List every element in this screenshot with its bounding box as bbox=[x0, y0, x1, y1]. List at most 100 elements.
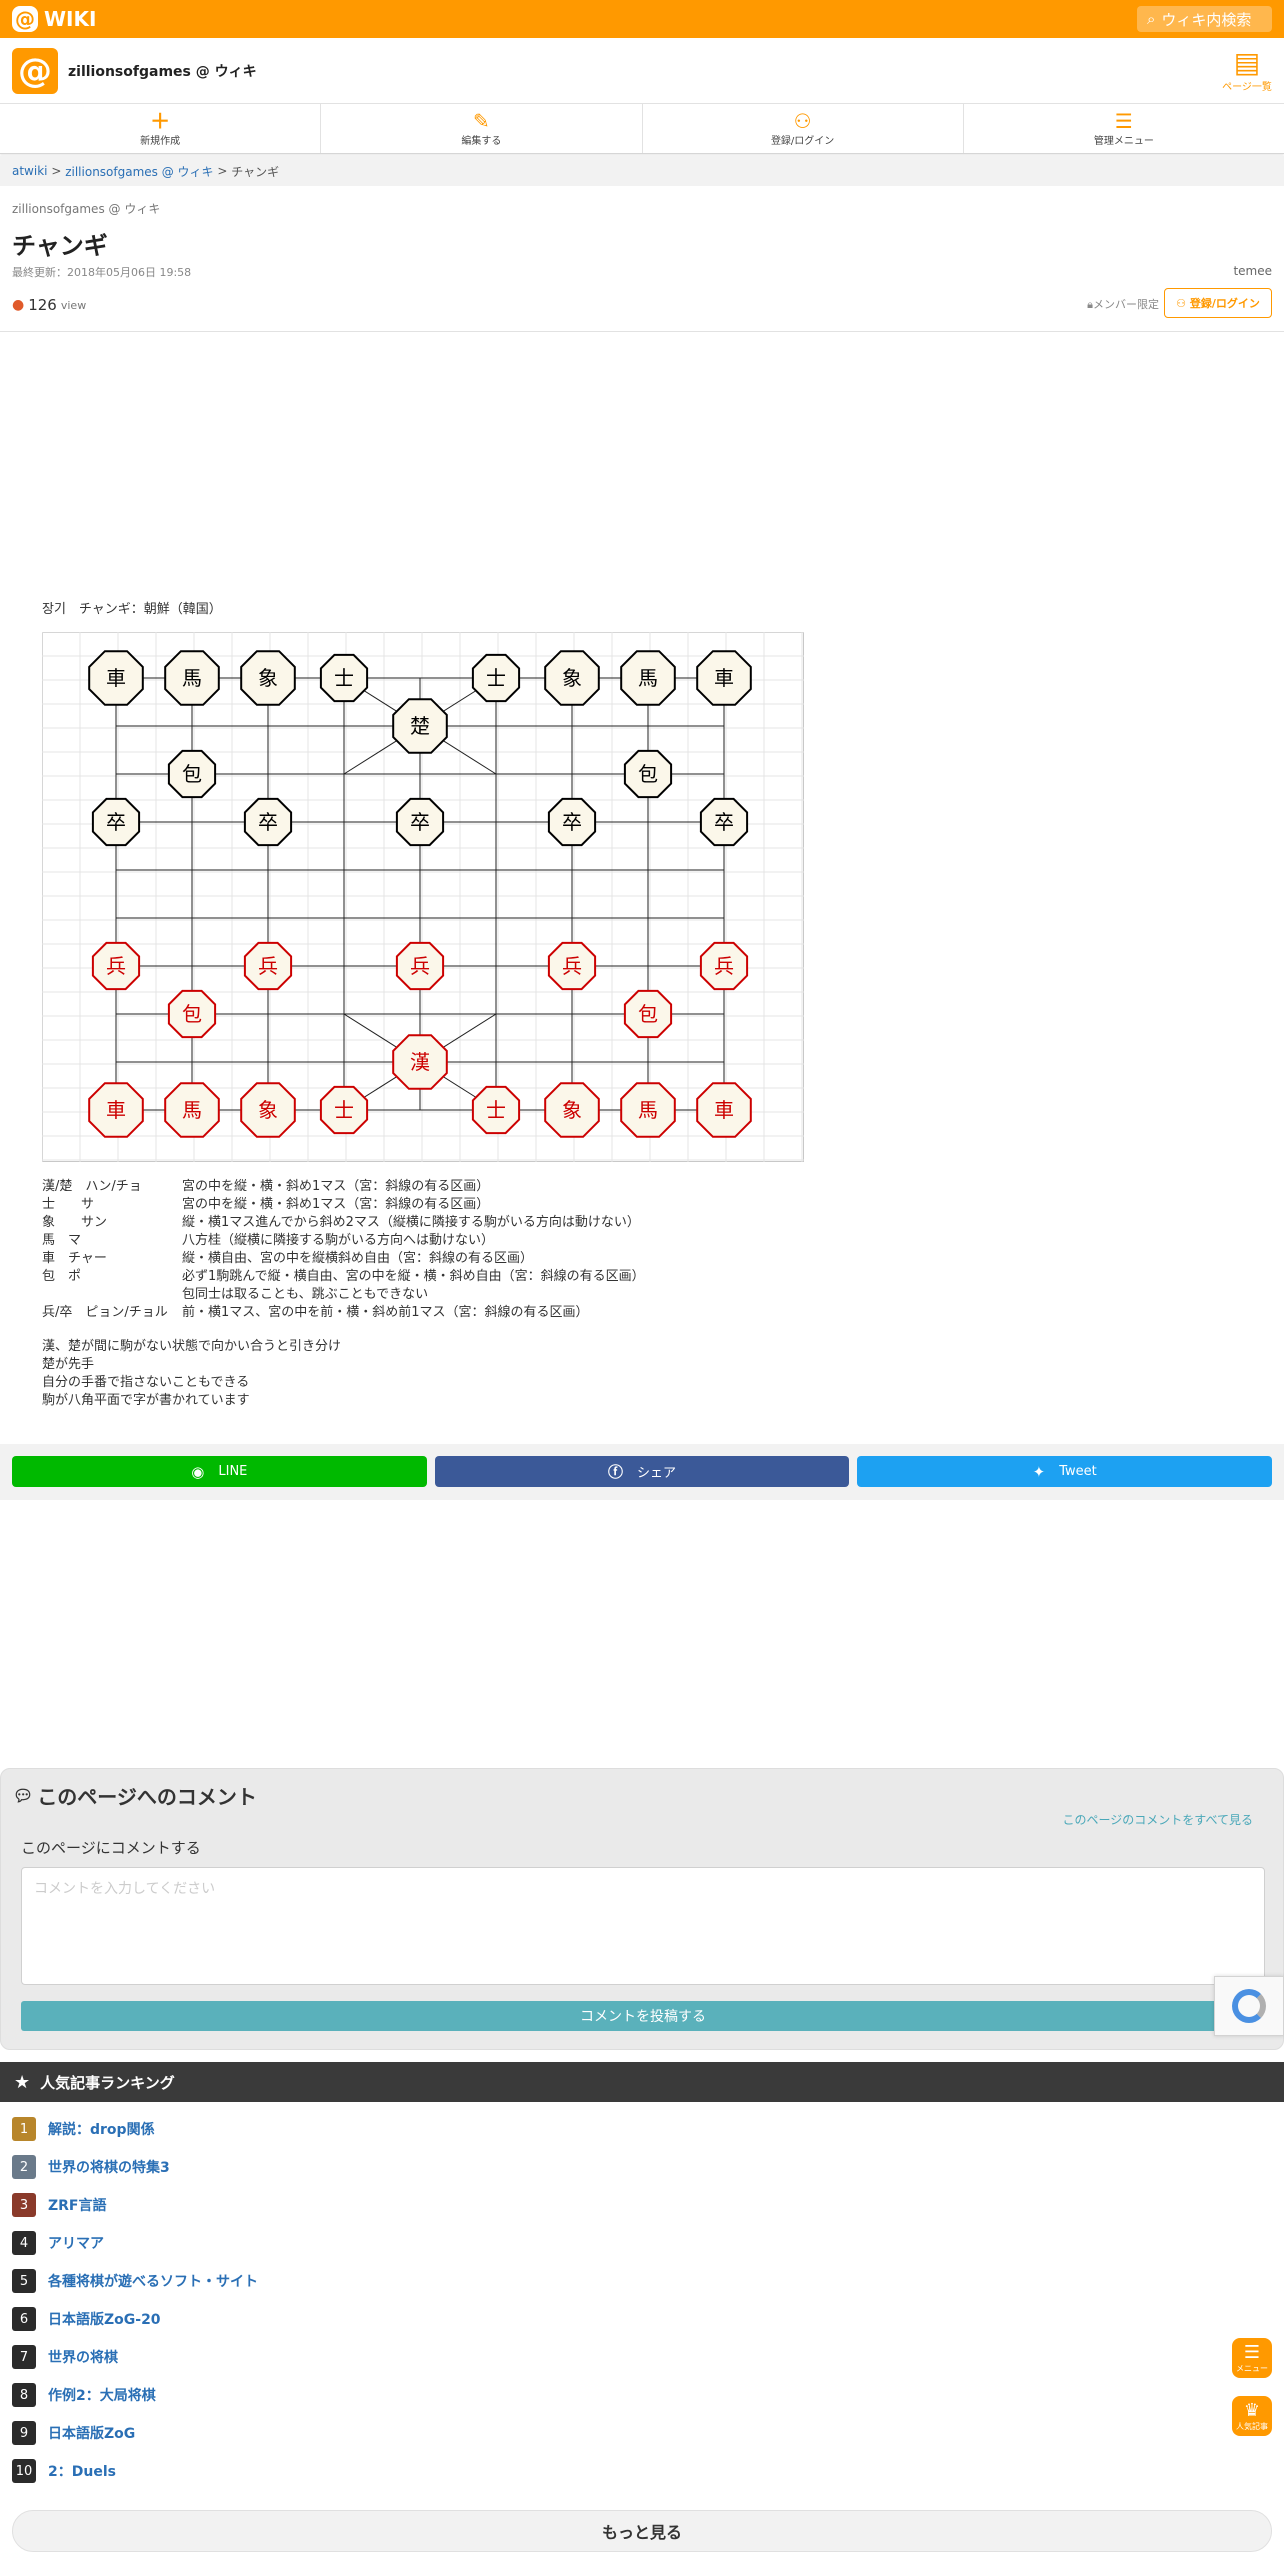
ranking-link[interactable]: ZRF言語 bbox=[48, 2198, 107, 2214]
breadcrumb-root[interactable]: atwiki bbox=[12, 164, 48, 178]
han-piece[interactable]: 兵 bbox=[91, 941, 141, 991]
han-piece[interactable]: 士 bbox=[471, 1085, 521, 1135]
cho-piece[interactable]: 馬 bbox=[620, 650, 676, 706]
piece-shape bbox=[395, 797, 445, 847]
cho-piece[interactable]: 卒 bbox=[547, 797, 597, 847]
menu-fab[interactable]: ☰ メニュー bbox=[1232, 2338, 1272, 2378]
site-avatar-icon[interactable]: @ bbox=[12, 47, 58, 94]
ranking-link[interactable]: 作例2：大局将棋 bbox=[48, 2388, 156, 2404]
ranking-link[interactable]: 世界の将棋の特集3 bbox=[48, 2160, 170, 2176]
breadcrumb-sep: > bbox=[51, 164, 62, 178]
page-list-button[interactable]: ▤ ページ一覧 bbox=[1222, 48, 1272, 94]
han-piece[interactable]: 車 bbox=[88, 1082, 144, 1138]
han-piece[interactable]: 兵 bbox=[395, 941, 445, 991]
search-input[interactable]: ⌕ ウィキ内検索 bbox=[1137, 6, 1272, 32]
ranking-link[interactable]: 日本語版ZoG bbox=[48, 2426, 136, 2442]
share-twitter-label: Tweet bbox=[1059, 1464, 1097, 1479]
cho-piece[interactable]: 象 bbox=[544, 650, 600, 706]
ranking-link[interactable]: 日本語版ZoG-20 bbox=[48, 2312, 161, 2328]
han-piece[interactable]: 包 bbox=[623, 989, 673, 1039]
recaptcha-badge[interactable] bbox=[1214, 1976, 1284, 2036]
page-header: zillionsofgames @ ウィキ チャンギ 最終更新：2018年05月… bbox=[0, 186, 1284, 332]
cho-piece[interactable]: 包 bbox=[167, 749, 217, 799]
rule-row: 車 チャー縦・横自由、宮の中を縦横斜め自由（宮：斜線の有る区画） bbox=[42, 1250, 842, 1268]
rule-piece-name bbox=[42, 1286, 182, 1304]
cho-piece[interactable]: 楚 bbox=[392, 698, 448, 754]
share-bar: ◉ LINE ⓕ シェア ✦ Tweet bbox=[0, 1444, 1284, 1500]
share-twitter-button[interactable]: ✦ Tweet bbox=[857, 1456, 1273, 1487]
more-button[interactable]: もっと見る bbox=[12, 2510, 1272, 2552]
piece-label: 漢 bbox=[410, 1050, 430, 1074]
han-piece[interactable]: 包 bbox=[167, 989, 217, 1039]
popular-fab[interactable]: ♛ 人気記事 bbox=[1232, 2396, 1272, 2436]
ranking-item[interactable]: 7 世界の将棋 bbox=[0, 2338, 1284, 2376]
action-new-page[interactable]: ＋ 新規作成 bbox=[0, 104, 322, 153]
share-facebook-button[interactable]: ⓕ シェア bbox=[434, 1456, 850, 1487]
cho-piece[interactable]: 馬 bbox=[164, 650, 220, 706]
han-piece[interactable]: 馬 bbox=[164, 1082, 220, 1138]
site-name[interactable]: zillionsofgames @ ウィキ bbox=[68, 63, 257, 80]
cho-piece[interactable]: 卒 bbox=[243, 797, 293, 847]
share-line-label: LINE bbox=[218, 1464, 248, 1479]
han-piece[interactable]: 車 bbox=[696, 1082, 752, 1138]
han-piece[interactable]: 象 bbox=[240, 1082, 296, 1138]
cho-piece[interactable]: 卒 bbox=[699, 797, 749, 847]
rule-text: 宮の中を縦・横・斜め1マス（宮：斜線の有る区画） bbox=[182, 1197, 490, 1212]
ranking-link[interactable]: 解説：drop関係 bbox=[48, 2122, 155, 2138]
ranking-link[interactable]: 2：Duels bbox=[48, 2464, 116, 2480]
comment-input[interactable]: コメントを入力してください bbox=[21, 1867, 1265, 1985]
han-piece[interactable]: 兵 bbox=[547, 941, 597, 991]
piece-label: 象 bbox=[562, 1098, 582, 1122]
han-piece[interactable]: 馬 bbox=[620, 1082, 676, 1138]
rule-text: 宮の中を縦・横・斜め1マス（宮：斜線の有る区画） bbox=[182, 1179, 490, 1194]
action-edit[interactable]: ✎ 編集する bbox=[321, 104, 643, 153]
cho-piece[interactable]: 卒 bbox=[91, 797, 141, 847]
janggi-board: 車馬象士士象馬車楚包包卒卒卒卒卒兵兵兵兵兵包包漢車馬象士士象馬車 bbox=[42, 632, 804, 1162]
top-bar: @ WIKI ⌕ ウィキ内検索 bbox=[0, 0, 1284, 38]
piece-label: 馬 bbox=[182, 1098, 202, 1122]
piece-label: 象 bbox=[258, 1098, 278, 1122]
cho-piece[interactable]: 卒 bbox=[395, 797, 445, 847]
note-line: 自分の手番で指さないこともできる bbox=[42, 1375, 250, 1390]
breadcrumb-site[interactable]: zillionsofgames @ ウィキ bbox=[65, 164, 214, 179]
han-piece[interactable]: 士 bbox=[319, 1085, 369, 1135]
submit-comment-button[interactable]: コメントを投稿する bbox=[21, 2001, 1265, 2031]
han-piece[interactable]: 漢 bbox=[392, 1034, 448, 1090]
han-piece[interactable]: 象 bbox=[544, 1082, 600, 1138]
atwiki-logo[interactable]: @ WIKI bbox=[12, 6, 96, 32]
piece-label: 象 bbox=[258, 666, 278, 690]
action-login[interactable]: ⚇ 登録/ログイン bbox=[643, 104, 964, 153]
game-notes: 漢、楚が間に駒がない状態で向かい合うと引き分け楚が先手自分の手番で指さないことも… bbox=[42, 1338, 842, 1410]
user-plus-icon: ⚇ bbox=[793, 109, 812, 133]
cho-piece[interactable]: 士 bbox=[471, 653, 521, 703]
cho-piece[interactable]: 包 bbox=[623, 749, 673, 799]
cho-piece[interactable]: 象 bbox=[240, 650, 296, 706]
han-piece[interactable]: 兵 bbox=[699, 941, 749, 991]
cho-piece[interactable]: 車 bbox=[88, 650, 144, 706]
cho-piece[interactable]: 車 bbox=[696, 650, 752, 706]
rank-badge: 7 bbox=[12, 2345, 36, 2369]
ranking-link[interactable]: アリマア bbox=[48, 2236, 104, 2252]
share-line-button[interactable]: ◉ LINE bbox=[12, 1456, 427, 1487]
ranking-link[interactable]: 各種将棋が遊べるソフト・サイト bbox=[48, 2274, 258, 2290]
site-header: @ zillionsofgames @ ウィキ ▤ ページ一覧 bbox=[0, 38, 1284, 104]
cho-piece[interactable]: 士 bbox=[319, 653, 369, 703]
ranking-link[interactable]: 世界の将棋 bbox=[48, 2350, 118, 2366]
action-admin-menu[interactable]: ☰ 管理メニュー bbox=[964, 104, 1284, 153]
login-button[interactable]: ⚇ 登録/ログイン bbox=[1164, 288, 1272, 318]
han-piece[interactable]: 兵 bbox=[243, 941, 293, 991]
page-author[interactable]: temee bbox=[1233, 264, 1272, 278]
piece-shape bbox=[547, 941, 597, 991]
see-all-comments-link[interactable]: このページのコメントをすべて見る bbox=[1062, 1813, 1253, 1827]
rule-piece-name: 包 ポ bbox=[42, 1269, 82, 1284]
